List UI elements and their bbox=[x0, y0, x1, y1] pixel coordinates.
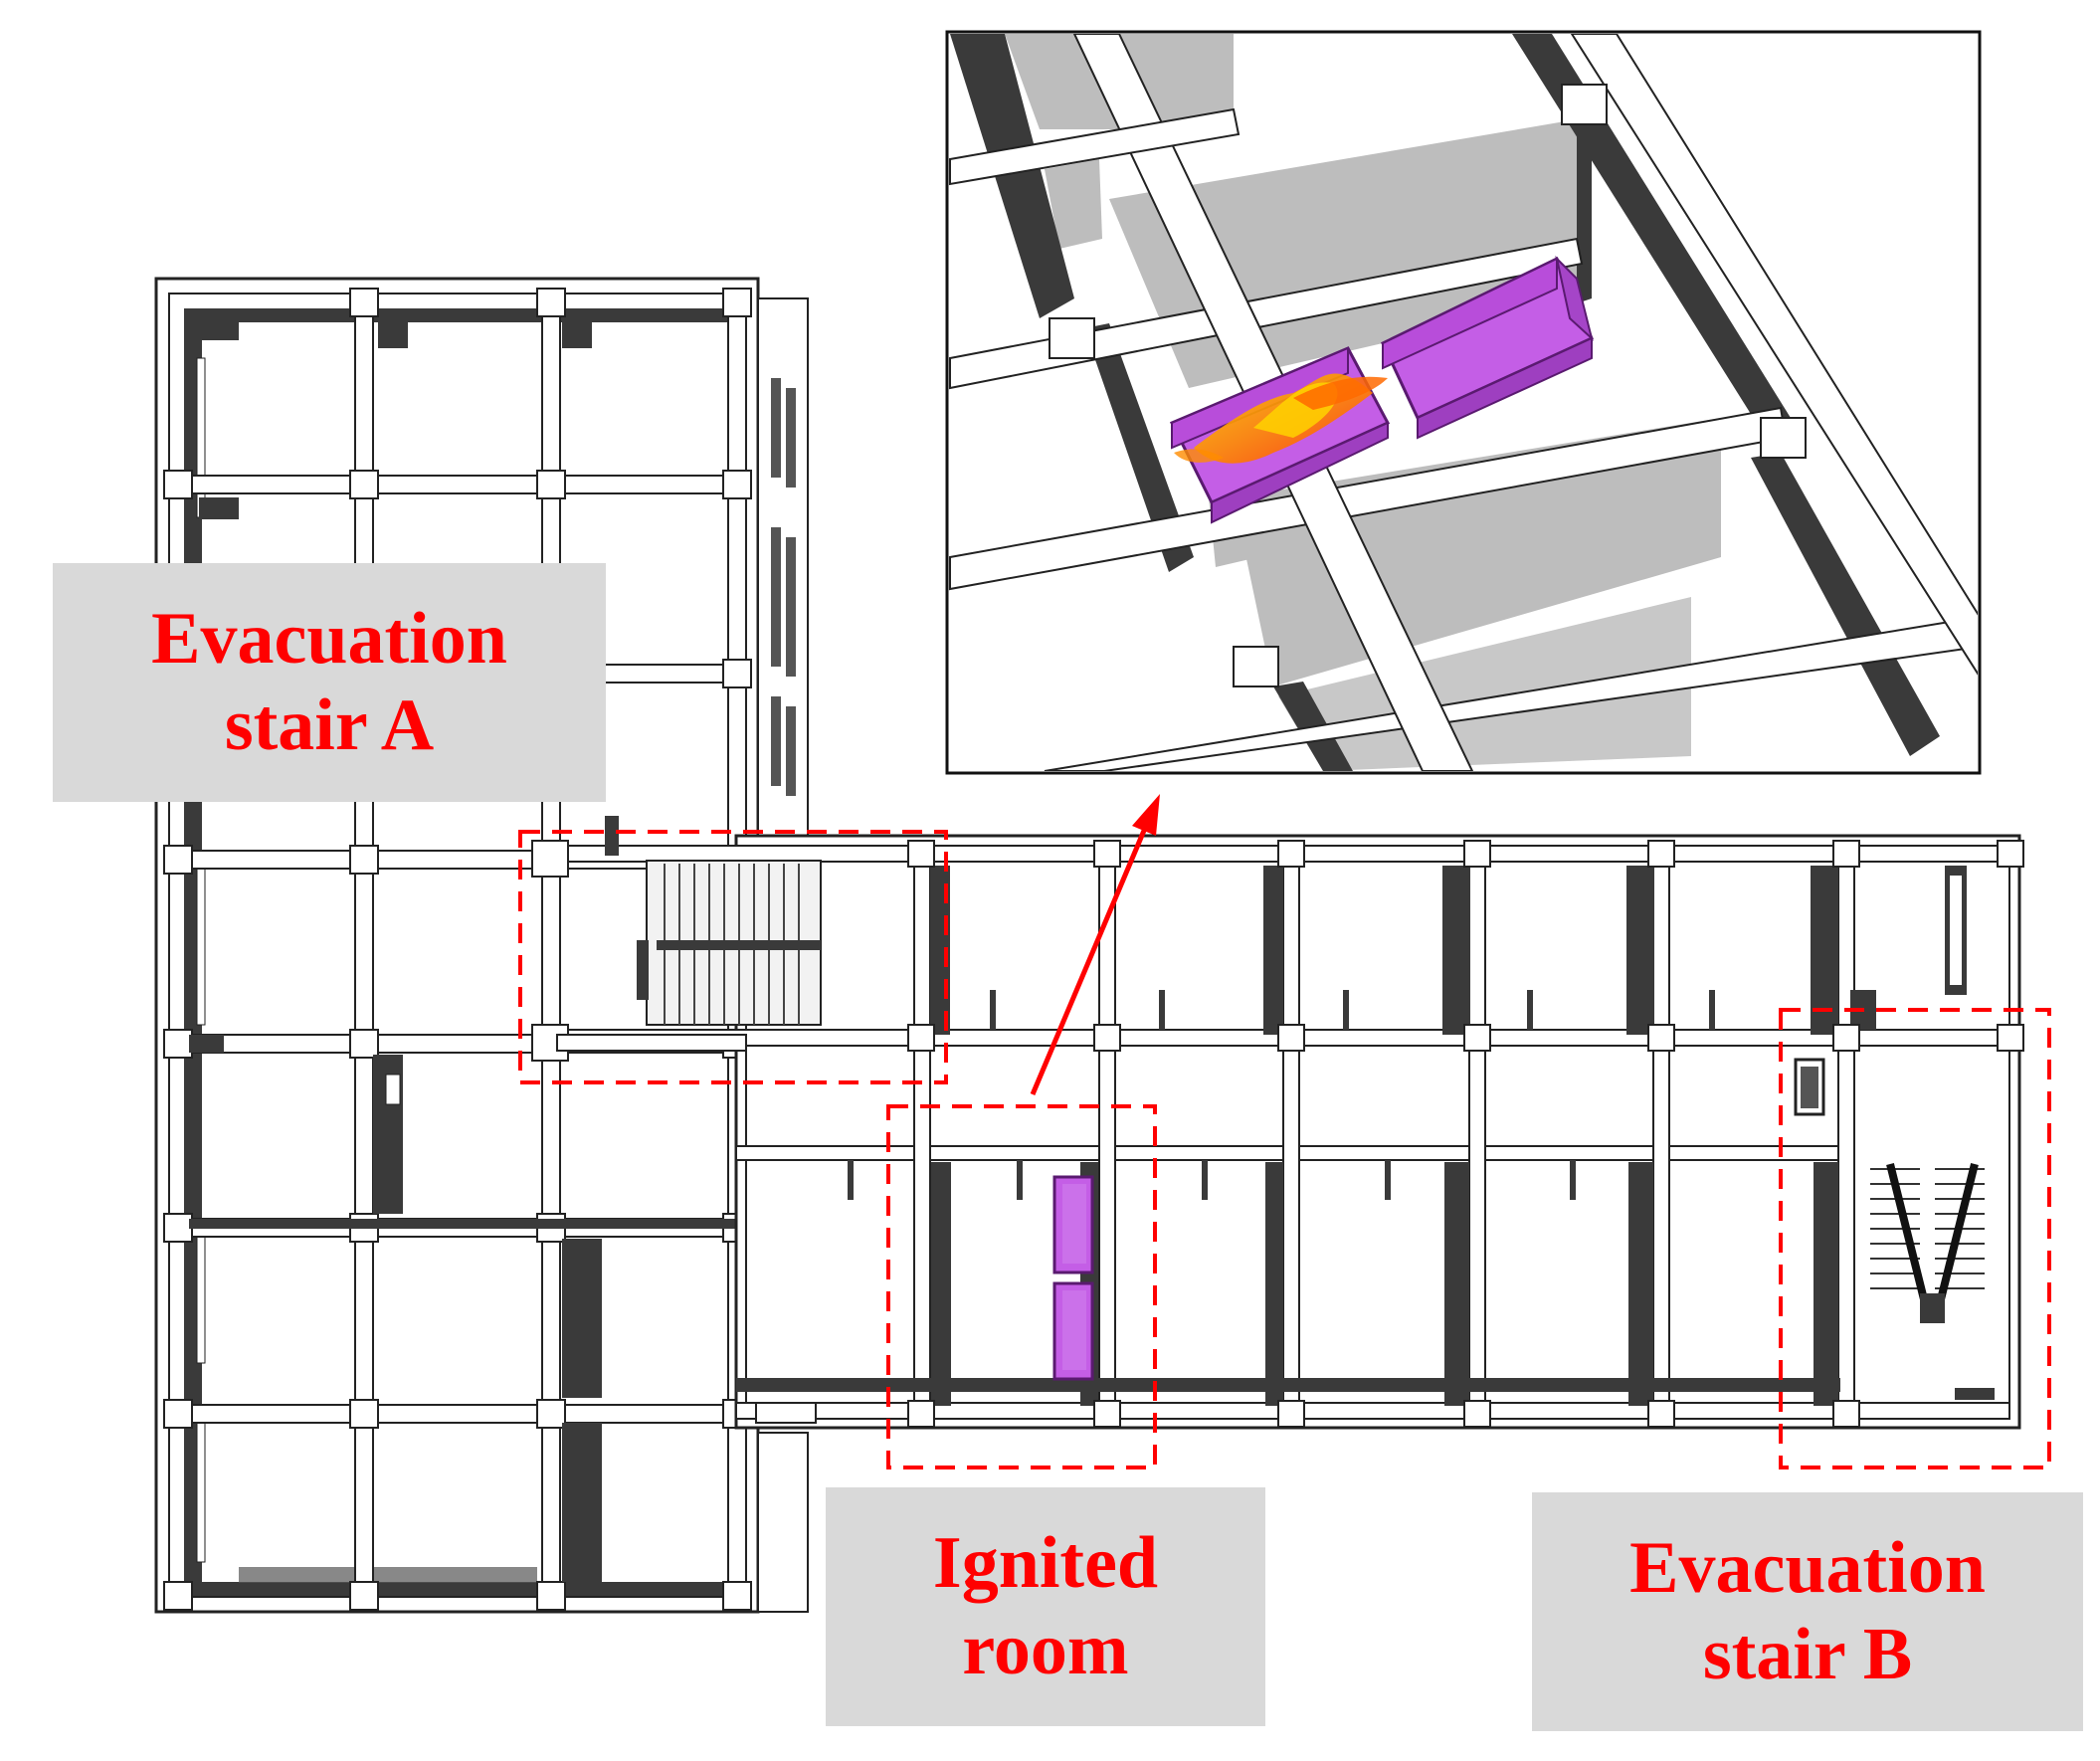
callout-arrow bbox=[1030, 794, 1160, 1095]
stair-a-highlight-box bbox=[518, 830, 948, 1084]
stair-a-steps bbox=[605, 816, 822, 1026]
stair-a-label: Evacuation stair A bbox=[53, 563, 606, 802]
stair-b-label-line2: stair B bbox=[1702, 1614, 1913, 1695]
east-wing-partitions bbox=[736, 866, 1840, 1406]
stair-a-label-line1: Evacuation bbox=[151, 597, 507, 680]
stair-b-highlight-box bbox=[1779, 1008, 2051, 1469]
highlight-boxes bbox=[518, 830, 2051, 1469]
ignited-room-label-line2: room bbox=[962, 1609, 1129, 1690]
ignited-room-sofas bbox=[1052, 1175, 1094, 1381]
stair-b-steps bbox=[1794, 866, 2000, 1400]
ignited-room-label: Ignited room bbox=[826, 1487, 1265, 1726]
west-wing-east-facade bbox=[757, 297, 809, 837]
fire-flames bbox=[1174, 373, 1388, 464]
ignited-room-highlight-box bbox=[886, 1104, 1157, 1469]
stair-b-label-line1: Evacuation bbox=[1629, 1526, 1986, 1609]
inset-3d-view bbox=[945, 30, 1982, 775]
ignited-room-label-line1: Ignited bbox=[932, 1521, 1159, 1604]
floor-plan bbox=[154, 277, 2024, 1614]
stair-a-label-line2: stair A bbox=[224, 685, 435, 766]
stair-b-label: Evacuation stair B bbox=[1532, 1492, 2083, 1731]
